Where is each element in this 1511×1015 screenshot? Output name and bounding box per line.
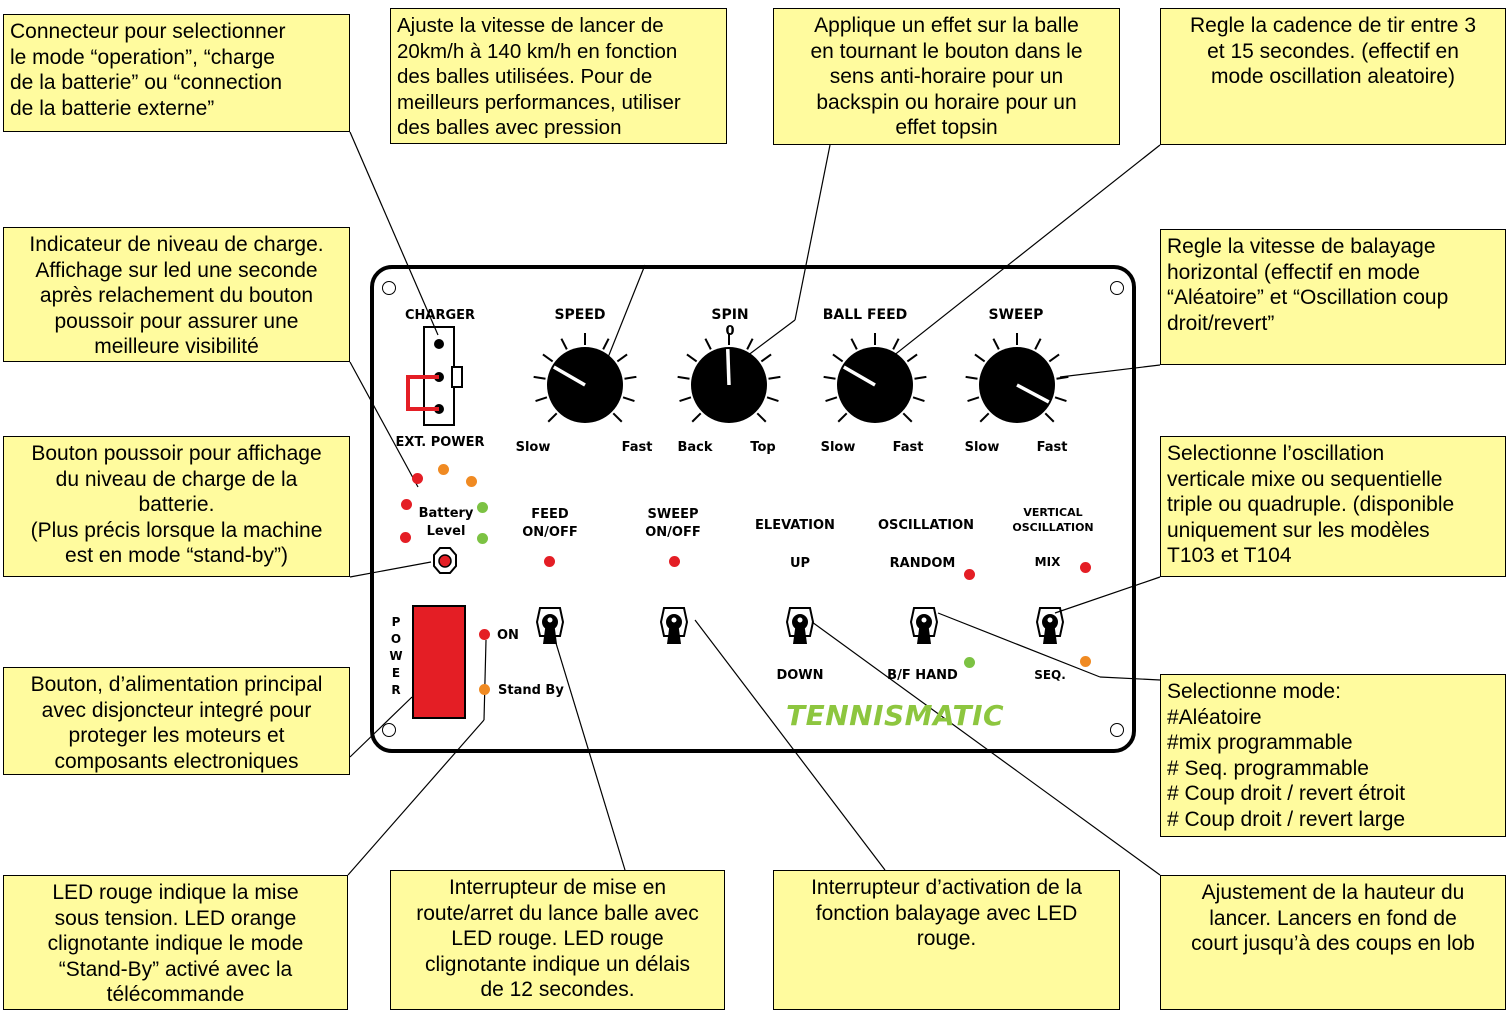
- power-letters: P O W E R: [389, 615, 403, 697]
- mix-label: MIX: [1034, 555, 1061, 569]
- spin-top-label: Top: [750, 440, 776, 455]
- sweep-toggle-switch[interactable]: [659, 607, 689, 644]
- screw-top-right: [1110, 281, 1124, 295]
- speed-fast-label: Fast: [621, 440, 653, 455]
- leader-lines: [347, 131, 1161, 876]
- seq-label: SEQ.: [1034, 668, 1066, 682]
- speed-knob[interactable]: [533, 333, 637, 423]
- seq-led: [1080, 656, 1091, 667]
- callout-battery-button: Bouton poussoir pour affichage du niveau…: [3, 436, 350, 577]
- sweep-slow-label: Slow: [964, 440, 1000, 455]
- sweep-knob[interactable]: [965, 333, 1069, 423]
- callout-charger-connector: Connecteur pour selectionner le mode “op…: [3, 14, 350, 132]
- level-label: Level: [426, 524, 466, 539]
- battery-led-red-2: [401, 499, 412, 510]
- elevation-label: ELEVATION: [755, 518, 835, 533]
- feed-toggle-switch[interactable]: [535, 607, 565, 644]
- on-label: ON: [497, 628, 519, 643]
- callout-sweep: Regle la vitesse de balayage horizontal …: [1160, 229, 1506, 365]
- callout-power-button: Bouton, d’alimentation principal avec di…: [3, 667, 350, 775]
- vertical-label: VERTICAL: [1023, 506, 1083, 519]
- spin-back-label: Back: [677, 440, 713, 455]
- callout-speed: Ajuste la vitesse de lancer de 20km/h à …: [390, 8, 727, 144]
- spin-zero-label: 0: [725, 324, 735, 339]
- spin-knob[interactable]: [677, 333, 781, 423]
- power-standby-led: [479, 684, 490, 695]
- elevation-toggle-switch[interactable]: [785, 607, 815, 644]
- oscillation-toggle-switch[interactable]: [909, 607, 939, 644]
- spin-label: SPIN: [711, 307, 749, 323]
- callout-feed-switch: Interrupteur de mise en route/arret du l…: [390, 870, 725, 1010]
- callout-spin: Applique un effet sur la balle en tourna…: [773, 8, 1120, 145]
- screw-top-left: [382, 281, 396, 295]
- feed-onoff-label: ON/OFF: [522, 525, 578, 540]
- power-button[interactable]: [412, 605, 466, 719]
- sweep-onoff-label: ON/OFF: [645, 525, 701, 540]
- battery-led-red-3: [400, 532, 411, 543]
- random-led: [964, 569, 975, 580]
- bf-hand-label: B/F HAND: [887, 668, 958, 683]
- feed-led: [544, 556, 555, 567]
- speed-slow-label: Slow: [515, 440, 551, 455]
- callout-sweep-switch: Interrupteur d’activation de la fonction…: [773, 870, 1120, 1010]
- oscillation-label: OSCILLATION: [877, 518, 975, 533]
- callout-vertical-oscillation: Selectionne l’oscillation verticale mixe…: [1160, 436, 1506, 577]
- screw-bottom-right: [1110, 723, 1124, 737]
- speed-label: SPEED: [554, 307, 606, 323]
- battery-label: Battery: [418, 506, 474, 521]
- battery-led-orange: [466, 476, 477, 487]
- ball-feed-knob[interactable]: [823, 333, 927, 423]
- elevation-down-label: DOWN: [776, 668, 824, 683]
- standby-label: Stand By: [498, 683, 564, 698]
- charger-label: CHARGER: [404, 308, 476, 323]
- sweep-label: SWEEP: [988, 307, 1044, 323]
- feed-label: FEED: [531, 507, 569, 522]
- battery-led-green-1: [477, 502, 488, 513]
- brand-logo: TENNISMATIC: [786, 699, 1005, 732]
- sweep-led: [669, 556, 680, 567]
- elevation-up-label: UP: [789, 556, 811, 571]
- callout-power-led: LED rouge indique la mise sous tension. …: [3, 875, 348, 1010]
- battery-led-orange-top: [438, 464, 449, 475]
- power-on-led: [479, 629, 490, 640]
- callout-ball-feed: Regle la cadence de tir entre 3 et 15 se…: [1160, 8, 1506, 145]
- ball-feed-fast-label: Fast: [892, 440, 924, 455]
- vertical-oscillation-toggle-switch[interactable]: [1035, 607, 1065, 644]
- ball-feed-slow-label: Slow: [820, 440, 856, 455]
- ball-feed-label: BALL FEED: [822, 307, 908, 323]
- vertical-oscillation-label: OSCILLATION: [1012, 521, 1094, 534]
- battery-led-green-2: [477, 533, 488, 544]
- random-label: RANDOM: [889, 556, 956, 571]
- charger-connector[interactable]: [406, 326, 463, 426]
- sweep-switch-label: SWEEP: [647, 507, 699, 522]
- bf-hand-led: [964, 657, 975, 668]
- control-panel: [370, 265, 1136, 753]
- sweep-fast-label: Fast: [1036, 440, 1068, 455]
- screw-bottom-left: [382, 723, 396, 737]
- battery-push-button[interactable]: [433, 547, 457, 574]
- battery-led-red-1: [412, 473, 423, 484]
- callout-battery-indicator: Indicateur de niveau de charge. Affichag…: [3, 227, 350, 362]
- callout-elevation: Ajustement de la hauteur du lancer. Lanc…: [1160, 875, 1506, 1010]
- callout-mode-select: Selectionne mode: #Aléatoire #mix progra…: [1160, 674, 1506, 837]
- ext-power-label: EXT. POWER: [395, 435, 485, 450]
- mix-led: [1080, 562, 1091, 573]
